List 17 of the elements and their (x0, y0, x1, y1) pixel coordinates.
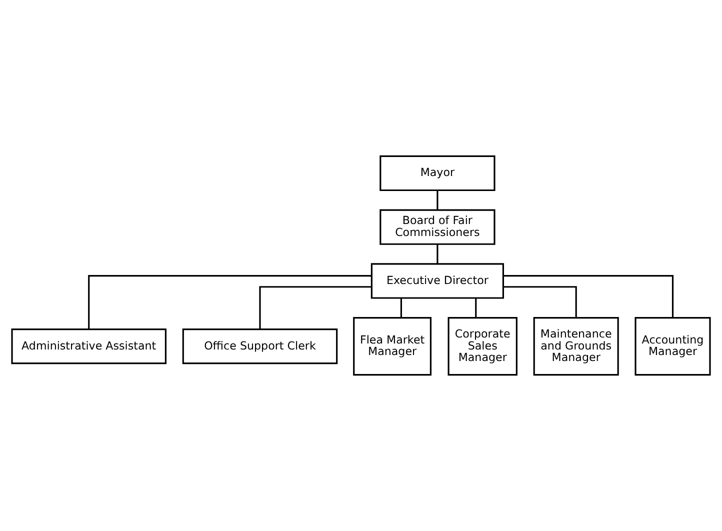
node-box: Flea Market Manager (353, 317, 432, 376)
connector (400, 298, 402, 318)
connector (503, 275, 674, 318)
node-box: Corporate Sales Manager (448, 317, 518, 376)
connector (436, 190, 438, 210)
connector (503, 286, 577, 318)
node-box: Mayor (380, 155, 496, 192)
connector (259, 286, 372, 330)
connector (436, 244, 438, 264)
connector (475, 298, 477, 318)
node-box: Office Support Clerk (182, 328, 338, 364)
node-box: Accounting Manager (634, 317, 711, 376)
node-box: Maintenance and Grounds Manager (533, 317, 619, 376)
node-box: Executive Director (370, 263, 504, 299)
connector (88, 275, 372, 330)
node-box: Administrative Assistant (11, 328, 166, 364)
node-box: Board of Fair Commissioners (380, 209, 496, 245)
